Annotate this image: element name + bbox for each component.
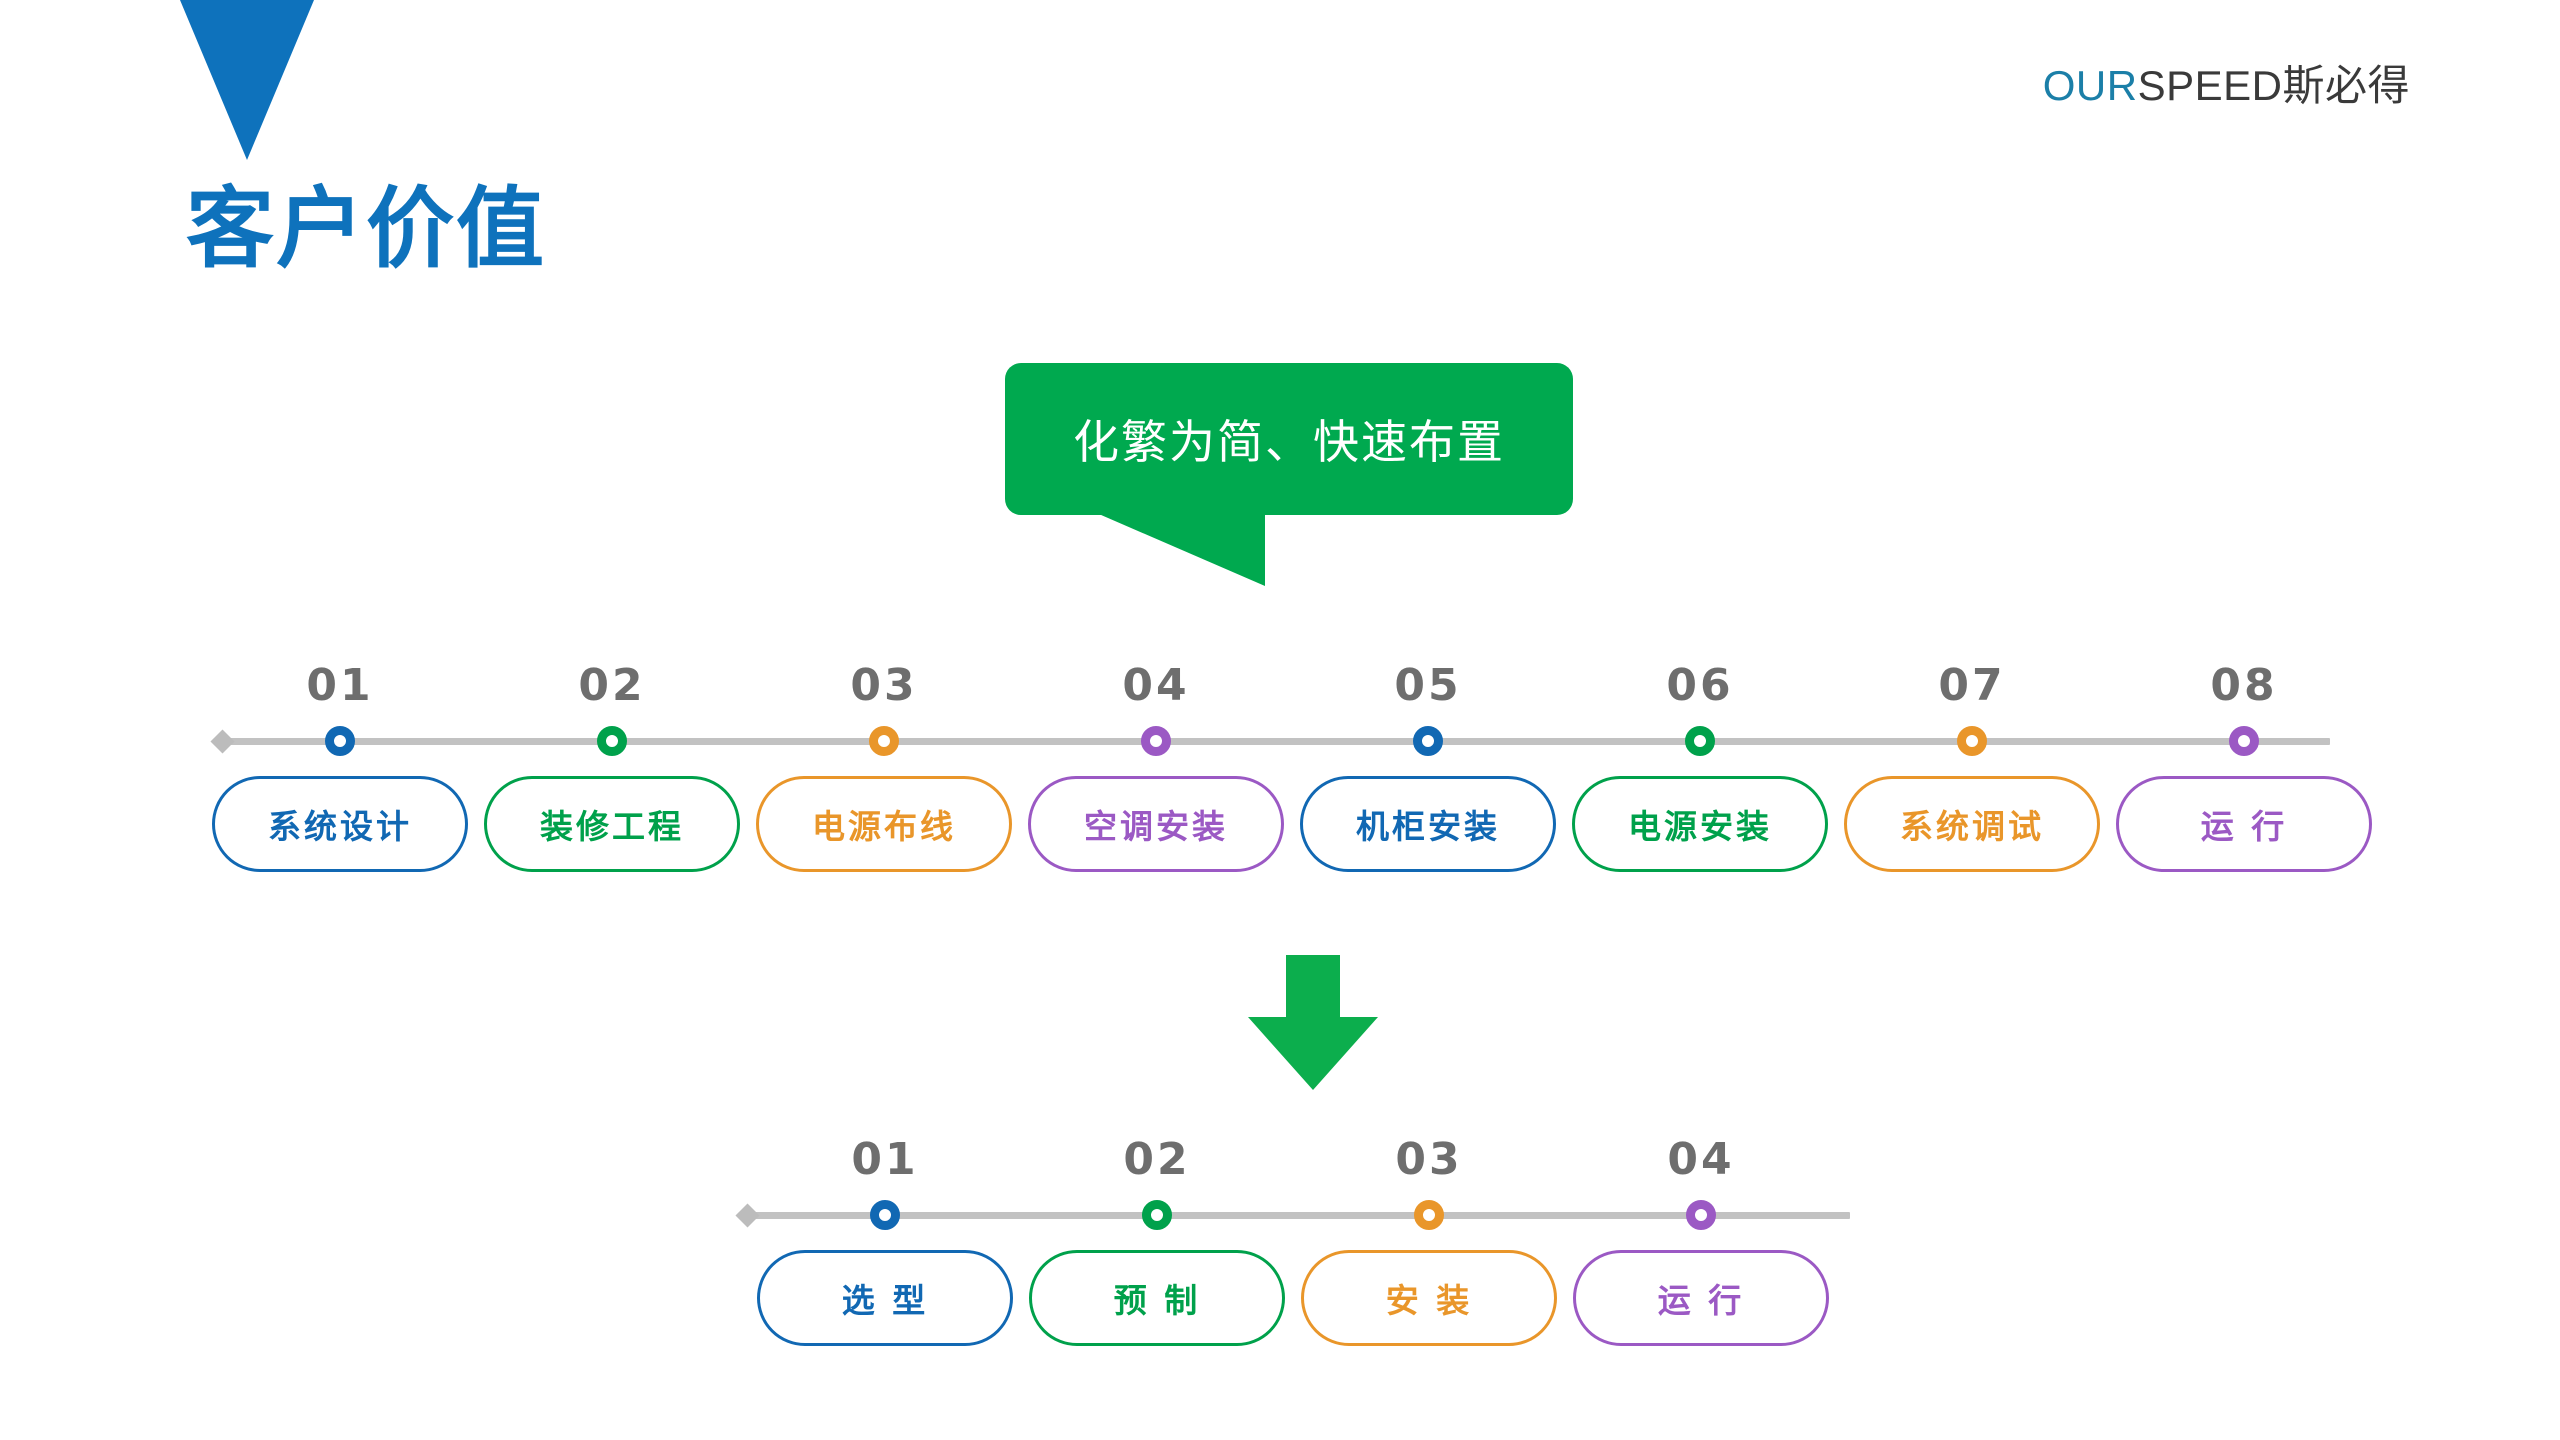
callout-bubble-tail-icon xyxy=(1085,508,1265,586)
step-number: 01 xyxy=(306,660,374,711)
callout-bubble: 化繁为简、快速布置 xyxy=(1005,363,1585,588)
brand-logo: OURSPEED斯必得 xyxy=(2043,52,2410,113)
step-label-pill[interactable]: 预 制 xyxy=(1029,1250,1285,1346)
simplified-deployment-timeline: 01 选 型 02 预 制 03 安 装 04 运 行 xyxy=(735,1134,1855,1346)
timeline-axis xyxy=(745,1212,1850,1219)
step-label-pill[interactable]: 系统设计 xyxy=(212,776,468,872)
step-number: 03 xyxy=(850,660,918,711)
step-number: 04 xyxy=(1122,660,1190,711)
brand-prefix: OUR xyxy=(2042,62,2138,109)
step-marker-icon xyxy=(597,726,627,756)
step-label-pill[interactable]: 电源安装 xyxy=(1572,776,1828,872)
brand-suffix: SPEED斯必得 xyxy=(2137,62,2410,109)
timeline-axis xyxy=(220,738,2330,745)
step-marker-icon xyxy=(1414,1200,1444,1230)
step-marker-icon xyxy=(1686,1200,1716,1230)
step-marker-icon xyxy=(870,1200,900,1230)
step-marker-icon xyxy=(1141,726,1171,756)
step-number: 02 xyxy=(1123,1134,1191,1185)
step-number: 04 xyxy=(1667,1134,1735,1185)
page-title: 客户价值 xyxy=(186,177,547,280)
step-marker-icon xyxy=(1142,1200,1172,1230)
step-marker-icon xyxy=(2229,726,2259,756)
step-number: 01 xyxy=(851,1134,919,1185)
step-label-pill[interactable]: 空调安装 xyxy=(1028,776,1284,872)
triangle-down-icon xyxy=(180,0,314,160)
step-marker-icon xyxy=(1685,726,1715,756)
callout-text: 化繁为简、快速布置 xyxy=(1073,415,1505,469)
step-marker-icon xyxy=(1957,726,1987,756)
arrow-down-icon xyxy=(1248,955,1378,1090)
step-label-pill[interactable]: 安 装 xyxy=(1301,1250,1557,1346)
step-label-pill[interactable]: 运 行 xyxy=(1573,1250,1829,1346)
step-label-pill[interactable]: 机柜安装 xyxy=(1300,776,1556,872)
step-marker-icon xyxy=(1413,726,1443,756)
step-marker-icon xyxy=(325,726,355,756)
callout-bubble-body xyxy=(1005,363,1573,515)
step-label-pill[interactable]: 系统调试 xyxy=(1844,776,2100,872)
step-number: 02 xyxy=(578,660,646,711)
step-label-pill[interactable]: 电源布线 xyxy=(756,776,1012,872)
traditional-deployment-timeline: 01 系统设计 02 装修工程 03 电源布线 04 空调安装 05 机柜安装 06 电源安装 07 系统… xyxy=(210,660,2372,872)
step-number: 05 xyxy=(1394,660,1462,711)
timeline-start-marker-icon xyxy=(210,729,235,754)
step-number: 03 xyxy=(1395,1134,1463,1185)
step-number: 06 xyxy=(1666,660,1734,711)
step-label-pill[interactable]: 运 行 xyxy=(2116,776,2372,872)
step-label-pill[interactable]: 选 型 xyxy=(757,1250,1013,1346)
timeline-start-marker-icon xyxy=(735,1203,760,1228)
step-number: 08 xyxy=(2210,660,2278,711)
step-marker-icon xyxy=(869,726,899,756)
step-number: 07 xyxy=(1938,660,2006,711)
step-label-pill[interactable]: 装修工程 xyxy=(484,776,740,872)
